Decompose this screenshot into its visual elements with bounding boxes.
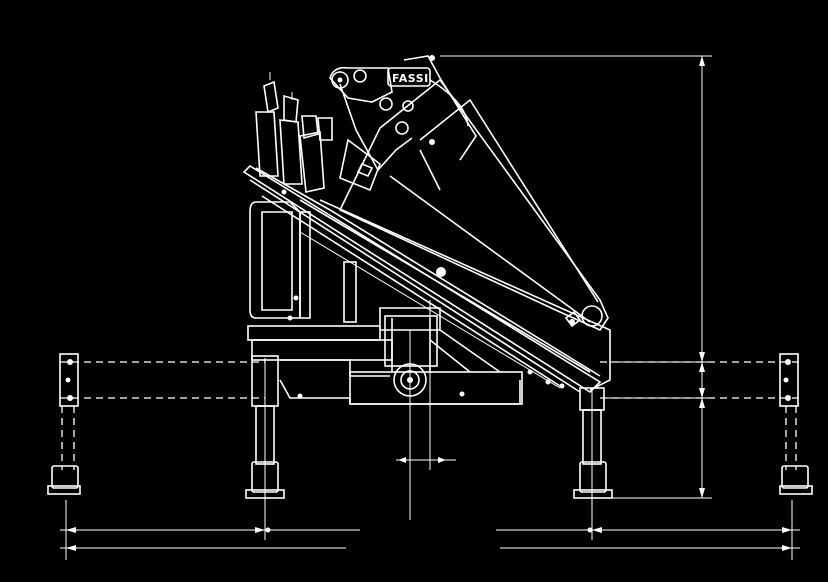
slewing-column	[384, 300, 438, 520]
width-dimensions	[60, 500, 800, 560]
right-outrigger-extended	[779, 353, 813, 495]
left-outrigger-extended	[47, 353, 81, 495]
secondary-boom	[338, 78, 609, 332]
knuckle-linkage	[329, 55, 477, 192]
left-stabilizer-leg	[245, 355, 285, 500]
height-dimension	[440, 55, 712, 499]
center-markers	[396, 457, 456, 463]
control-levers	[255, 72, 333, 193]
main-boom	[242, 164, 611, 394]
fassi-logo: FASSI	[387, 67, 431, 87]
control-box	[249, 201, 357, 323]
right-stabilizer-leg	[573, 387, 613, 500]
fassi-logo-text: FASSI	[392, 72, 429, 85]
